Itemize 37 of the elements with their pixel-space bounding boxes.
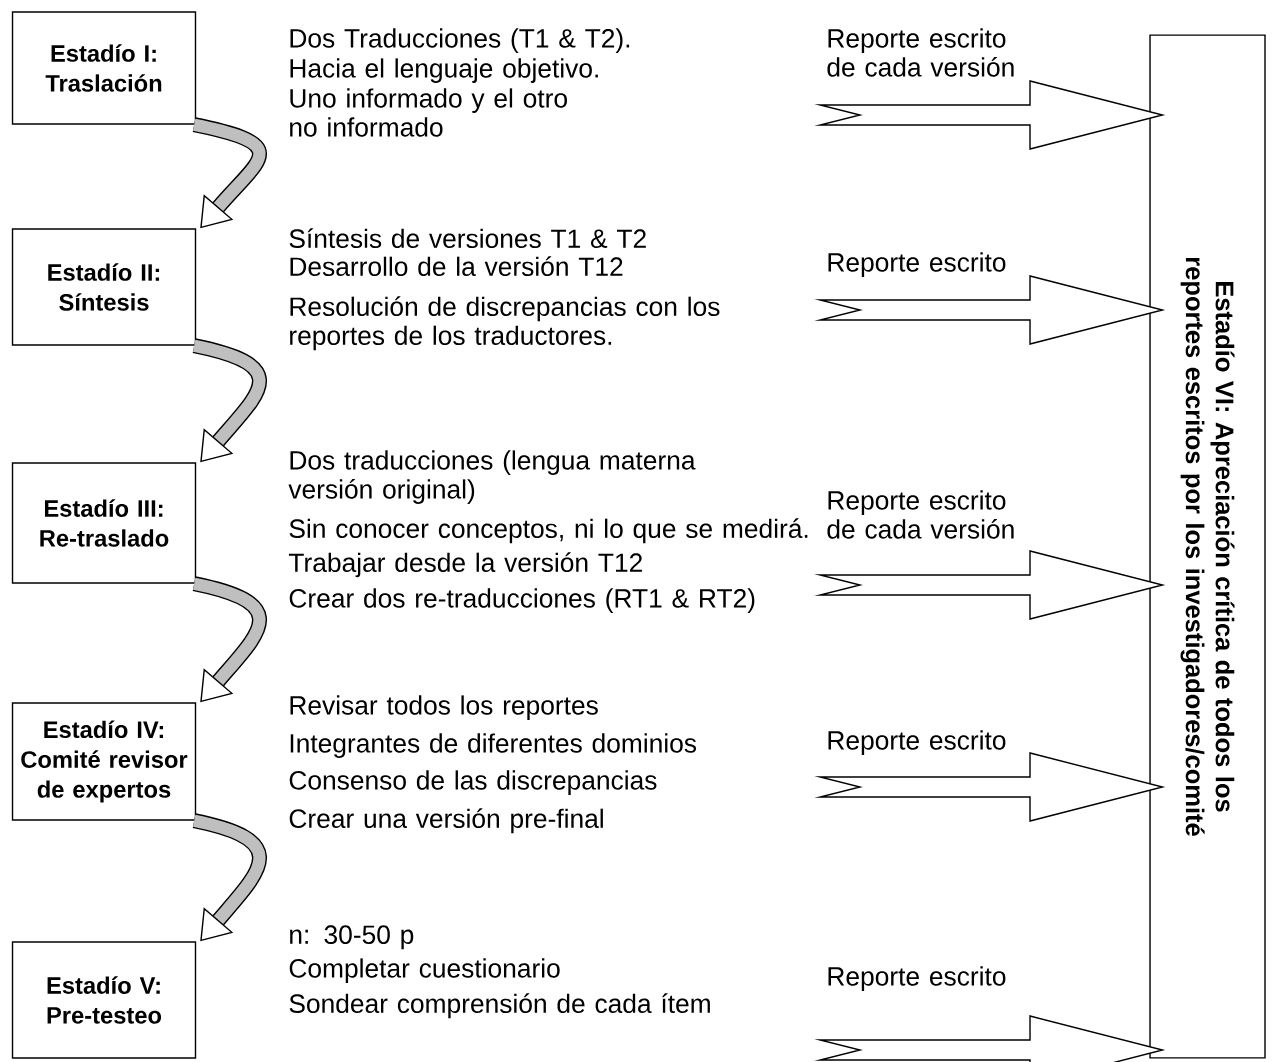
stage-box: Estadío VI: Apreciación crítica de todos los reportes escritos por los investigadores/comité — [1149, 34, 1266, 1059]
block-arrow — [814, 752, 1166, 822]
description-text: Sin conocer conceptos, ni lo que se medirá. — [289, 518, 808, 544]
stage-box: Estadío II: Síntesis — [11, 228, 197, 346]
description-text: Resolución de discrepancias con los reportes de los traductores. — [290, 296, 720, 351]
description-text: Hacia el lenguaje objetivo. — [290, 58, 598, 83]
description-text: Revisar todos los reportes — [290, 695, 598, 720]
curved-arrow — [192, 338, 267, 463]
block-arrow — [814, 1015, 1166, 1062]
block-arrow — [814, 550, 1166, 620]
description-text: Uno informado y el otro no informado — [290, 88, 567, 137]
description-text: Crear dos re-traducciones (RT1 & RT2) — [289, 588, 755, 613]
curved-arrow — [192, 576, 267, 703]
description-text: Síntesis de versiones T1 & T2 — [289, 228, 646, 248]
stage-box: Estadío V: Pre-testeo — [11, 941, 197, 1059]
description-text: Crear una versión pre-final — [289, 808, 603, 834]
edge-label: Reporte escrito — [828, 252, 1006, 277]
stage-box: Estadío I: Traslación — [11, 11, 197, 125]
description-text: Consenso de las discrepancias — [289, 770, 657, 795]
description-text: Completar cuestionario — [289, 958, 560, 983]
description-text: Integrantes de diferentes dominios — [290, 733, 697, 758]
edge-label: Reporte escrito de cada versión — [827, 28, 1014, 77]
block-arrow — [814, 275, 1166, 345]
stage-box: Estadío IV: Comité revisor de expertos — [11, 702, 197, 821]
edge-label: Reporte escrito de cada versión — [827, 490, 1014, 539]
curved-arrow — [192, 813, 267, 942]
description-text: Sondear comprensión de cada ítem — [289, 993, 710, 1019]
edge-label: Reporte escrito — [828, 730, 1006, 755]
stage-box: Estadío III: Re-traslado — [11, 462, 197, 584]
edge-label: Reporte escrito — [828, 966, 1006, 991]
description-text: Dos traducciones (lengua materna versión original) — [288, 450, 696, 504]
block-arrow — [814, 80, 1166, 150]
description-text: Desarrollo de la versión T12 — [290, 256, 623, 276]
description-text: n: 30-50 p — [290, 925, 414, 950]
description-text: Trabajar desde la versión T12 — [288, 552, 642, 578]
curved-arrow — [192, 117, 267, 229]
description-text: Dos Traducciones (T1 & T2). — [290, 28, 630, 53]
